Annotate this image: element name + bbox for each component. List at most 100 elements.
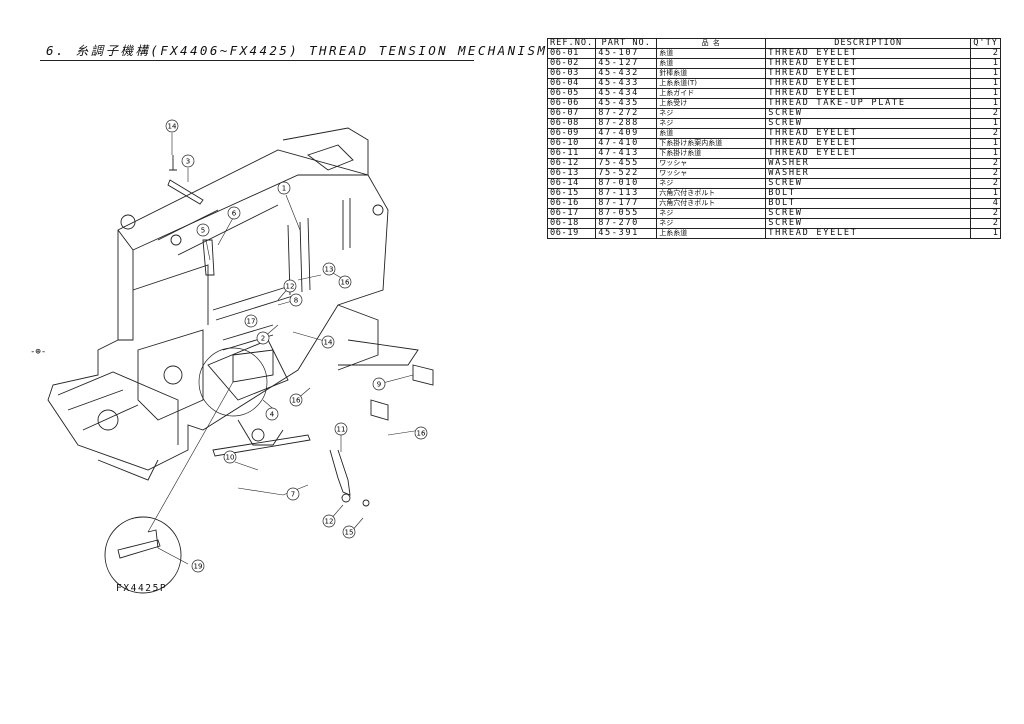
- description-cell: THREAD EYELET: [765, 58, 972, 69]
- svg-text:16: 16: [341, 279, 350, 287]
- description-cell: BOLT: [765, 188, 972, 199]
- description-cell: THREAD EYELET: [765, 128, 972, 139]
- parts-diagram-svg: 14 3 1 6 5 12 13 16 8 17 2 14 9 16 4 16 …: [47, 119, 434, 594]
- part-no-cell: 47-413: [595, 148, 658, 159]
- header-quantity: Q'TY: [970, 38, 1001, 49]
- quantity-cell: 2: [970, 178, 1001, 189]
- description-cell: SCREW: [765, 218, 972, 229]
- part-no-cell: 87-010: [595, 178, 658, 189]
- callout-14b: 14: [321, 335, 335, 349]
- title-divider: [40, 60, 474, 61]
- description-cell: SCREW: [765, 178, 972, 189]
- callout-3: 3: [181, 154, 195, 168]
- description-cell: THREAD EYELET: [765, 138, 972, 149]
- part-name-cell: 六角穴付きボルト: [656, 198, 767, 209]
- ref-no-cell: 06-05: [546, 88, 597, 99]
- description-cell: SCREW: [765, 118, 972, 129]
- part-name-cell: 上糸ガイド: [656, 88, 767, 99]
- binding-center-mark: -⊕-: [30, 347, 47, 357]
- callout-16c: 16: [414, 426, 428, 440]
- callout-5: 5: [196, 223, 210, 237]
- header-ref-no: REF.NO.: [546, 38, 597, 49]
- part-name-cell: ワッシャ: [656, 158, 767, 169]
- svg-text:14: 14: [324, 339, 333, 347]
- quantity-cell: 1: [970, 58, 1001, 69]
- part-name-cell: ネジ: [656, 178, 767, 189]
- part-name-cell: ネジ: [656, 118, 767, 129]
- callout-14: 14: [165, 119, 179, 133]
- svg-text:4: 4: [270, 411, 275, 419]
- description-cell: SCREW: [765, 108, 972, 119]
- part-name-cell: 六角穴付きボルト: [656, 188, 767, 199]
- header-part-no: PART NO.: [595, 38, 658, 49]
- description-cell: WASHER: [765, 158, 972, 169]
- parts-list-table: REF.NO. PART NO. 品 名 DESCRIPTION Q'TY 06…: [546, 38, 1001, 239]
- part-name-cell: ネジ: [656, 108, 767, 119]
- description-cell: SCREW: [765, 208, 972, 219]
- ref-no-cell: 06-08: [546, 118, 597, 129]
- machine-body-outline: [47, 127, 419, 481]
- svg-text:14: 14: [168, 123, 177, 131]
- description-cell: THREAD TAKE-UP PLATE: [765, 98, 972, 109]
- svg-text:16: 16: [417, 430, 426, 438]
- svg-text:17: 17: [247, 318, 256, 326]
- ref-no-cell: 06-14: [546, 178, 597, 189]
- callout-13: 13: [322, 262, 336, 276]
- quantity-cell: 2: [970, 48, 1001, 59]
- header-part-name: 品 名: [656, 38, 767, 49]
- part-no-cell: 87-113: [595, 188, 658, 199]
- description-cell: THREAD EYELET: [765, 228, 972, 239]
- callout-11: 11: [334, 422, 348, 436]
- part-no-cell: 87-177: [595, 198, 658, 209]
- part-name-cell: 針棒糸道: [656, 68, 767, 79]
- callout-12b: 12: [322, 514, 336, 528]
- ref-no-cell: 06-09: [546, 128, 597, 139]
- part-name-cell: 上糸受け: [656, 98, 767, 109]
- part-no-cell: 45-107: [595, 48, 658, 59]
- small-parts: [167, 155, 434, 507]
- ref-no-cell: 06-18: [546, 218, 597, 229]
- callout-17: 17: [244, 314, 258, 328]
- part-no-cell: 75-455: [595, 158, 658, 169]
- description-cell: BOLT: [765, 198, 972, 209]
- svg-text:13: 13: [325, 266, 334, 274]
- part-no-cell: 45-127: [595, 58, 658, 69]
- description-cell: THREAD EYELET: [765, 48, 972, 59]
- svg-text:2: 2: [261, 335, 265, 343]
- quantity-cell: 1: [970, 188, 1001, 199]
- part-no-cell: 47-410: [595, 138, 658, 149]
- page-title: 6. 糸調子機構(FX4406~FX4425) THREAD TENSION M…: [46, 43, 548, 58]
- ref-no-cell: 06-12: [546, 158, 597, 169]
- ref-no-cell: 06-02: [546, 58, 597, 69]
- ref-no-cell: 06-10: [546, 138, 597, 149]
- callout-9: 9: [372, 377, 386, 391]
- inset-model-label: FX4425P: [116, 583, 168, 594]
- callout-8: 8: [289, 293, 303, 307]
- part-no-cell: 45-434: [595, 88, 658, 99]
- part-no-cell: 45-432: [595, 68, 658, 79]
- callout-6: 6: [227, 206, 241, 220]
- part-name-cell: 下糸掛け糸案内糸道: [656, 138, 767, 149]
- description-cell: THREAD EYELET: [765, 78, 972, 89]
- ref-no-cell: 06-07: [546, 108, 597, 119]
- callout-1: 1: [277, 181, 291, 195]
- callout-19: 19: [191, 559, 205, 573]
- ref-no-cell: 06-01: [546, 48, 597, 59]
- ref-no-cell: 06-15: [546, 188, 597, 199]
- quantity-cell: 1: [970, 118, 1001, 129]
- part-no-cell: 47-409: [595, 128, 658, 139]
- svg-text:10: 10: [226, 454, 235, 462]
- header-description: DESCRIPTION: [765, 38, 972, 49]
- part-name-cell: 糸道: [656, 48, 767, 59]
- ref-no-cell: 06-17: [546, 208, 597, 219]
- description-cell: THREAD EYELET: [765, 148, 972, 159]
- ref-no-cell: 06-11: [546, 148, 597, 159]
